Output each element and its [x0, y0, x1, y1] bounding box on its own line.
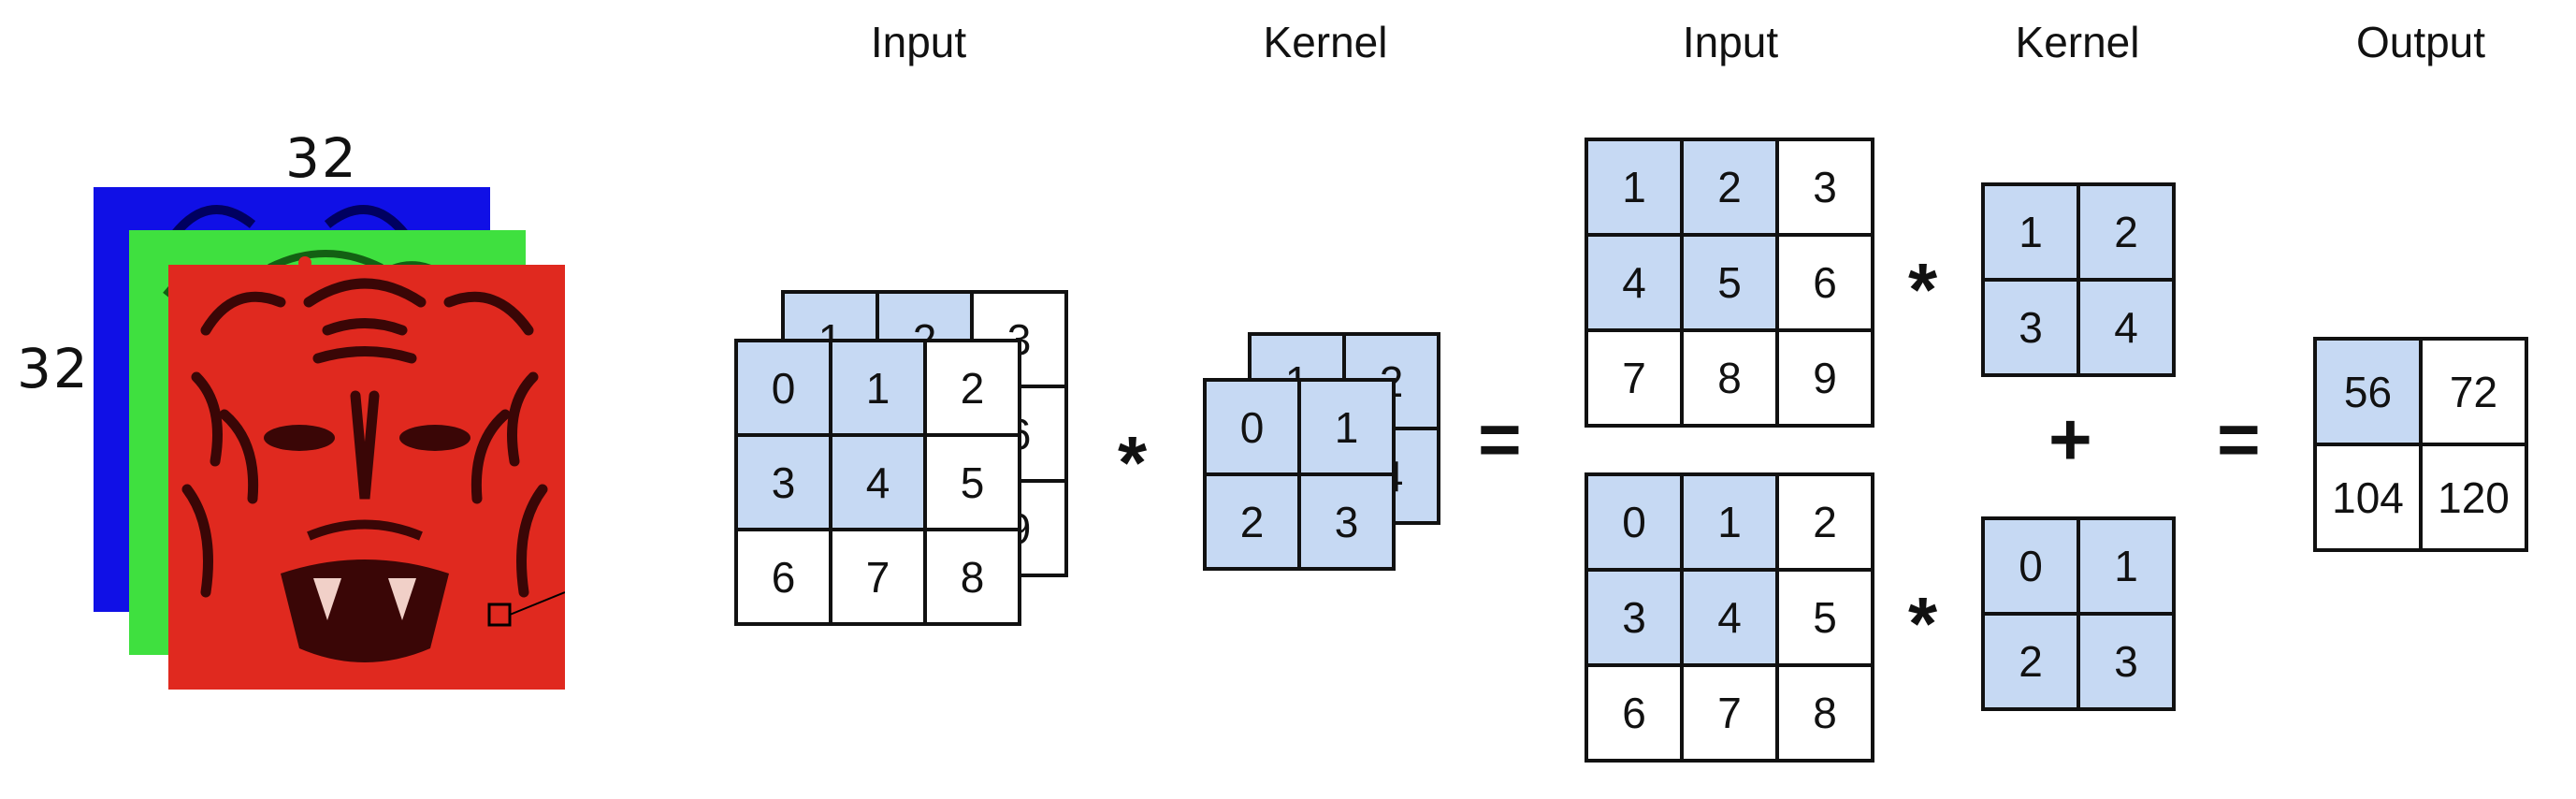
- matrix-cell: 1: [832, 342, 927, 437]
- matrix-cell: 1: [2080, 520, 2176, 616]
- header-output: Output: [2355, 18, 2486, 66]
- matrix-cell: 1: [1985, 186, 2080, 282]
- matrix-cell: 5: [1684, 237, 1779, 332]
- matrix-cell: 72: [2423, 341, 2528, 446]
- matrix-cell: 7: [832, 531, 927, 626]
- matrix-cell: 2: [927, 342, 1021, 437]
- image-height-label: 32: [17, 337, 90, 400]
- matrix-cell: 3: [1779, 141, 1874, 237]
- equals-operator-right: =: [2217, 398, 2261, 481]
- image-width-label: 32: [285, 126, 358, 190]
- matrix-cell: 104: [2317, 446, 2423, 552]
- matrix-cell: 3: [1588, 572, 1684, 667]
- matrix-cell: 5: [927, 437, 1021, 531]
- matrix-cell: 3: [2080, 616, 2176, 711]
- matrix-cell: 2: [1779, 476, 1874, 572]
- matrix-cell: 0: [1207, 382, 1301, 476]
- matrix-cell: 3: [738, 437, 832, 531]
- matrix-cell: 3: [1985, 282, 2080, 377]
- matrix-cell: 8: [927, 531, 1021, 626]
- matrix-cell: 0: [1985, 520, 2080, 616]
- matrix-cell: 1: [1588, 141, 1684, 237]
- matrix-cell: 0: [738, 342, 832, 437]
- matrix-cell: 0: [1588, 476, 1684, 572]
- red-channel-tiger: [168, 265, 565, 690]
- plus-operator: +: [2048, 398, 2092, 481]
- matrix-cell: 6: [1779, 237, 1874, 332]
- matrix-cell: 9: [1779, 332, 1874, 428]
- matrix-cell: 56: [2317, 341, 2423, 446]
- matrix-cell: 1: [1684, 476, 1779, 572]
- equals-operator-left: =: [1478, 398, 1522, 481]
- matrix-cell: 4: [832, 437, 927, 531]
- matrix-cell: 2: [2080, 186, 2176, 282]
- convolution-operator-left: *: [1118, 421, 1148, 504]
- matrix-cell: 4: [1588, 237, 1684, 332]
- header-input-left: Input: [870, 18, 967, 66]
- red-channel-image: [168, 265, 565, 690]
- header-kernel-right: Kernel: [2015, 18, 2140, 66]
- matrix-cell: 2: [1985, 616, 2080, 711]
- matrix-cell: 3: [1301, 476, 1396, 571]
- matrix-cell: 7: [1588, 332, 1684, 428]
- convolution-operator-bottom: *: [1908, 582, 1938, 665]
- matrix-cell: 7: [1684, 667, 1779, 763]
- matrix-cell: 6: [738, 531, 832, 626]
- matrix-cell: 2: [1207, 476, 1301, 571]
- matrix-cell: 8: [1779, 667, 1874, 763]
- matrix-cell: 120: [2423, 446, 2528, 552]
- matrix-cell: 8: [1684, 332, 1779, 428]
- matrix-cell: 4: [1684, 572, 1779, 667]
- matrix-cell: 6: [1588, 667, 1684, 763]
- matrix-cell: 2: [1684, 141, 1779, 237]
- header-kernel-left: Kernel: [1263, 18, 1388, 66]
- convolution-operator-top: *: [1908, 248, 1938, 331]
- header-input-right: Input: [1682, 18, 1779, 66]
- matrix-cell: 5: [1779, 572, 1874, 667]
- matrix-cell: 4: [2080, 282, 2176, 377]
- matrix-cell: 1: [1301, 382, 1396, 476]
